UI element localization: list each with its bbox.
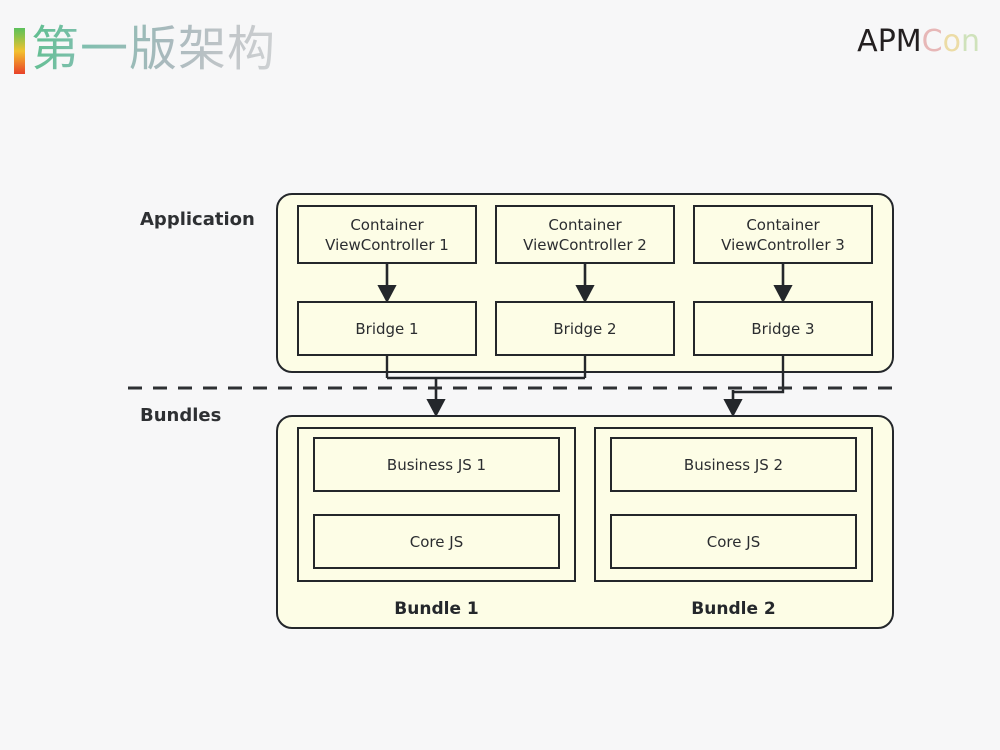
bundle-2-core-js[interactable]: Core JS <box>610 514 857 569</box>
vc3-line2: ViewController 3 <box>721 235 845 254</box>
vc3-line1: Container <box>746 215 820 234</box>
container-viewcontroller-2-label: Container ViewController 2 <box>523 215 647 255</box>
bundle-1-core-js-label: Core JS <box>409 532 464 551</box>
bridge-1-label: Bridge 1 <box>355 319 419 338</box>
apmcon-logo-apm: APM <box>857 24 922 59</box>
bundle-1-business-js[interactable]: Business JS 1 <box>313 437 560 492</box>
apmcon-logo-c: C <box>921 24 943 59</box>
layer-label-bundles: Bundles <box>140 405 222 426</box>
bridge-3-label: Bridge 3 <box>751 319 815 338</box>
bundle-1-caption: Bundle 1 <box>394 599 479 619</box>
vc1-line2: ViewController 1 <box>325 235 449 254</box>
container-viewcontroller-3[interactable]: Container ViewController 3 <box>693 205 873 264</box>
vc2-line1: Container <box>548 215 622 234</box>
bridge-2[interactable]: Bridge 2 <box>495 301 675 356</box>
bundle-2-business-js-label: Business JS 2 <box>683 455 784 474</box>
apmcon-logo-o: o <box>942 24 961 59</box>
container-viewcontroller-1-label: Container ViewController 1 <box>325 215 449 255</box>
bundle-1-business-js-label: Business JS 1 <box>386 455 487 474</box>
vc1-line1: Container <box>350 215 424 234</box>
bundle-2-caption: Bundle 2 <box>691 599 776 619</box>
container-viewcontroller-3-label: Container ViewController 3 <box>721 215 845 255</box>
brand-accent-bar-icon <box>14 28 25 74</box>
bundle-2-core-js-label: Core JS <box>706 532 761 551</box>
bridge-1[interactable]: Bridge 1 <box>297 301 477 356</box>
container-viewcontroller-1[interactable]: Container ViewController 1 <box>297 205 477 264</box>
bundle-2-business-js[interactable]: Business JS 2 <box>610 437 857 492</box>
bundle-1-core-js[interactable]: Core JS <box>313 514 560 569</box>
slide-header: 第一版架构 APMCon <box>0 0 1000 100</box>
vc2-line2: ViewController 2 <box>523 235 647 254</box>
bridge-3[interactable]: Bridge 3 <box>693 301 873 356</box>
bridge-2-label: Bridge 2 <box>553 319 617 338</box>
layer-label-application: Application <box>140 209 255 230</box>
container-viewcontroller-2[interactable]: Container ViewController 2 <box>495 205 675 264</box>
apmcon-logo: APMCon <box>857 25 980 59</box>
page-title: 第一版架构 <box>31 18 276 80</box>
apmcon-logo-n: n <box>960 24 980 59</box>
